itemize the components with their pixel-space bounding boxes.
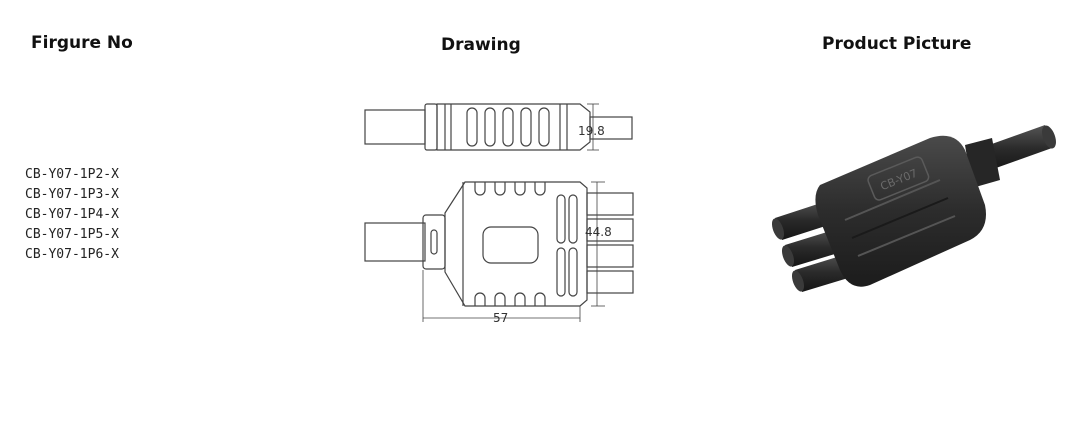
technical-drawing: 19.8 44.8 57: [364, 103, 634, 325]
model-item: CB-Y07-1P5-X: [25, 227, 119, 242]
dim-length-label: 57: [493, 311, 508, 325]
model-list: CB-Y07-1P2-X CB-Y07-1P3-X CB-Y07-1P4-X C…: [25, 165, 119, 265]
model-item: CB-Y07-1P4-X: [25, 207, 119, 222]
model-item: CB-Y07-1P3-X: [25, 187, 119, 202]
top-view: [364, 103, 633, 151]
model-item: CB-Y07-1P2-X: [25, 167, 119, 182]
bottom-view: [364, 181, 634, 322]
product-picture-header: Product Picture: [822, 34, 972, 54]
dim-bottom-label: 44.8: [585, 225, 612, 239]
dim-top-label: 19.8: [578, 124, 605, 138]
model-item: CB-Y07-1P6-X: [25, 247, 119, 262]
figure-no-header: Firgure No: [31, 33, 133, 53]
drawing-header: Drawing: [441, 35, 521, 55]
product-photo: CB-Y07: [771, 125, 1056, 292]
